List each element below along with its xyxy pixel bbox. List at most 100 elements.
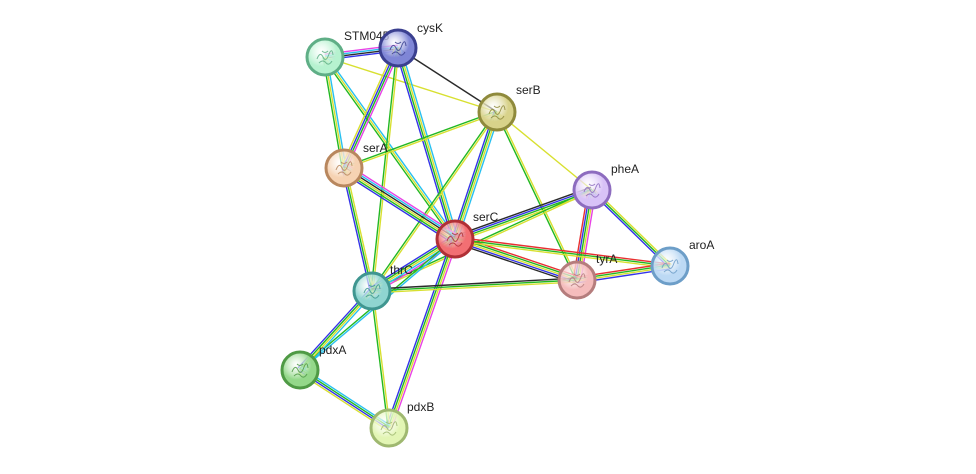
edge-evidence-line (454, 238, 671, 267)
edge-evidence-line (391, 239, 459, 430)
edge-evidence-line (371, 277, 577, 290)
node-cysK[interactable]: cysK (378, 21, 443, 68)
node-aroA[interactable]: aroA (650, 238, 714, 286)
node-STM045[interactable]: STM045 (305, 29, 390, 77)
edge-cysK-serA[interactable] (340, 46, 402, 170)
node-label-serC: serC (473, 210, 499, 224)
edge-evidence-line (345, 48, 402, 170)
protein-structure-icon (291, 363, 309, 378)
node-label-pdxA: pdxA (319, 343, 346, 357)
edge-evidence-line (396, 48, 455, 240)
protein-structure-icon (568, 273, 586, 288)
edge-STM045-serC[interactable] (322, 55, 458, 241)
edge-evidence-line (370, 291, 389, 429)
edge-evidence-line (372, 290, 391, 428)
edge-serB-serA[interactable] (343, 110, 498, 170)
edge-serB-thrC[interactable] (370, 111, 499, 292)
edge-evidence-line (400, 46, 459, 239)
protein-structure-icon (446, 232, 464, 247)
protein-structure-icon (363, 284, 381, 299)
node-circle[interactable] (557, 260, 597, 300)
node-circle[interactable] (378, 28, 418, 68)
node-pheA[interactable]: pheA (572, 162, 639, 210)
edge-evidence-line (389, 239, 457, 429)
edge-evidence-line (370, 111, 497, 291)
edge-evidence-line (345, 165, 457, 238)
node-layer: STM045 cysK serB serA pheA serC aroA tyrA thrC pd… (280, 21, 714, 448)
edge-evidence-line (346, 163, 458, 236)
edge-evidence-line (457, 112, 501, 241)
edge-serA-thrC[interactable] (341, 167, 375, 292)
edge-serB-serC[interactable] (451, 110, 501, 241)
edge-cysK-serB[interactable] (397, 47, 498, 113)
edge-cysK-thrC[interactable] (370, 47, 400, 292)
node-circle[interactable] (369, 408, 409, 448)
node-circle[interactable] (650, 246, 690, 286)
edge-evidence-line (497, 111, 579, 280)
node-tyrA[interactable]: tyrA (557, 252, 617, 300)
edge-STM045-serB[interactable] (324, 56, 498, 113)
node-thrC[interactable]: thrC (352, 263, 413, 311)
node-circle[interactable] (572, 170, 612, 210)
node-label-serA: serA (363, 141, 388, 155)
edge-serA-serC[interactable] (341, 163, 458, 244)
edge-evidence-line (453, 111, 497, 239)
node-label-cysK: cysK (417, 21, 443, 35)
edge-evidence-line (372, 190, 593, 293)
edge-evidence-line (341, 171, 453, 244)
edge-evidence-line (344, 48, 400, 169)
node-serA[interactable]: serA (324, 141, 388, 188)
node-circle[interactable] (324, 148, 364, 188)
edge-evidence-line (342, 47, 398, 168)
edge-evidence-line (344, 112, 498, 170)
edge-evidence-line (343, 167, 373, 292)
node-label-STM045: STM045 (344, 29, 390, 43)
edge-evidence-line (371, 279, 578, 292)
edge-evidence-line (340, 46, 397, 168)
node-serC[interactable]: serC (435, 210, 499, 259)
node-pdxA[interactable]: pdxA (280, 343, 346, 390)
node-label-pdxB: pdxB (407, 400, 434, 414)
edge-thrC-pdxB[interactable] (370, 290, 391, 429)
edge-evidence-line (342, 169, 454, 242)
edge-evidence-line (453, 241, 577, 285)
node-serB[interactable]: serB (477, 83, 541, 132)
node-circle[interactable] (352, 271, 392, 311)
edge-evidence-line (454, 240, 577, 283)
node-circle[interactable] (477, 92, 517, 132)
edge-evidence-line (397, 47, 498, 113)
protein-structure-icon (335, 161, 353, 176)
edge-serC-pdxB[interactable] (385, 237, 459, 430)
edge-evidence-line (398, 47, 457, 239)
edge-evidence-line (345, 167, 375, 291)
edge-evidence-line (454, 238, 578, 281)
node-label-thrC: thrC (390, 263, 413, 277)
node-label-aroA: aroA (689, 238, 714, 252)
edge-tyrA-thrC[interactable] (371, 277, 578, 294)
edge-evidence-line (454, 188, 592, 239)
edge-evidence-line (370, 47, 398, 291)
node-label-serB: serB (516, 83, 541, 97)
edge-evidence-line (394, 48, 453, 241)
protein-structure-icon (316, 50, 334, 65)
edge-cysK-serC[interactable] (394, 46, 459, 241)
edge-serC-aroA[interactable] (454, 236, 671, 269)
edge-evidence-line (453, 186, 592, 237)
node-label-tyrA: tyrA (596, 252, 617, 266)
edge-evidence-line (454, 240, 670, 269)
edge-evidence-line (344, 166, 456, 239)
node-circle[interactable] (435, 219, 475, 259)
edge-evidence-line (385, 237, 453, 428)
node-pdxB[interactable]: pdxB (369, 400, 434, 448)
edge-evidence-line (325, 55, 458, 239)
edge-serB-pheA[interactable] (496, 111, 593, 191)
edge-evidence-line (496, 111, 593, 191)
node-circle[interactable] (305, 37, 345, 77)
edge-layer (297, 44, 672, 431)
edge-evidence-line (455, 236, 671, 265)
edge-evidence-line (343, 110, 497, 168)
node-circle[interactable] (280, 350, 320, 390)
edge-evidence-line (372, 48, 400, 292)
node-label-pheA: pheA (611, 162, 639, 176)
